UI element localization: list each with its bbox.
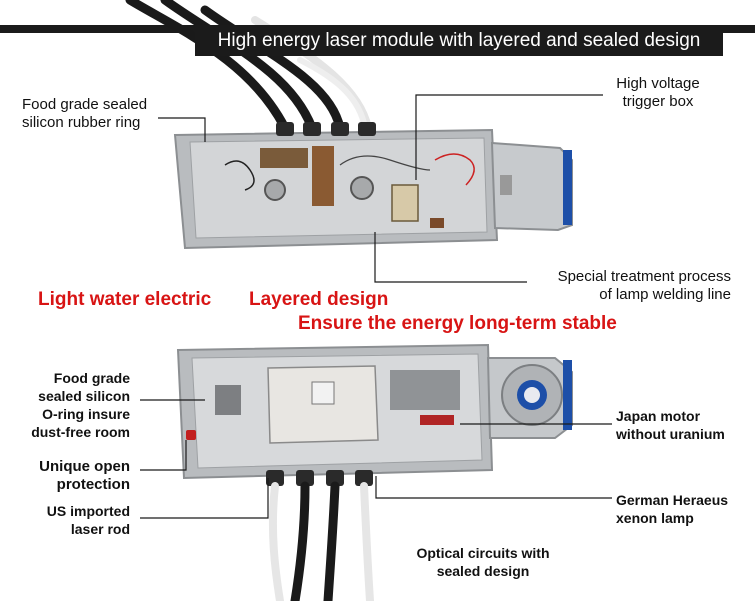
upper-end-cap-blue [563,150,572,225]
label-o-ring: Food grade sealed silicon O-ring insure … [10,369,130,441]
label-line: German Heraeus [616,492,729,508]
upper-module [173,122,573,250]
label-line: O-ring insure [42,406,130,422]
lower-module [176,343,573,486]
label-line: without uranium [616,426,725,442]
label-open-protection: Unique open protection [10,458,130,494]
lower-cables [268,481,374,601]
label-trigger-box: High voltage trigger box [603,75,713,111]
label-line: Unique open [39,458,130,475]
label-optical-circuits: Optical circuits with sealed design [404,544,562,580]
label-japan-motor: Japan motor without uranium [616,407,725,443]
label-line: laser rod [70,521,130,537]
label-lamp-welding-line: Special treatment process of lamp weldin… [527,268,731,304]
leader-lines [140,94,612,519]
label-silicon-rubber-ring: Food grade sealed silicon rubber ring [22,96,147,132]
label-xenon-lamp: German Heraeus xenon lamp [616,491,728,527]
label-line: sealed design [436,563,530,579]
label-line: trigger box [622,93,694,110]
light-water-electric-text: Light water electric [38,289,212,310]
page-title: High energy laser module with layered an… [195,25,723,56]
label-line: Optical circuits with [416,545,550,561]
label-line: Japan motor [616,408,701,424]
label-line: dust-free room [31,424,130,440]
ensure-stable-text: Ensure the energy long-term stable [298,313,617,334]
upper-cables [125,0,372,133]
label-line: xenon lamp [616,510,694,526]
label-line: silicon rubber ring [22,114,141,131]
label-line: High voltage [616,75,700,92]
layered-design-text: Layered design [249,289,389,310]
label-line: Food grade sealed [22,96,148,113]
label-line: sealed silicon [38,388,130,404]
label-line: of lamp welding line [599,286,731,303]
label-line: Special treatment process [557,268,731,285]
label-line: Food grade [53,370,130,386]
label-line: protection [56,476,130,493]
label-line: US imported [46,503,130,519]
lower-end-cap-blue [563,360,572,430]
label-laser-rod: US imported laser rod [10,502,130,538]
